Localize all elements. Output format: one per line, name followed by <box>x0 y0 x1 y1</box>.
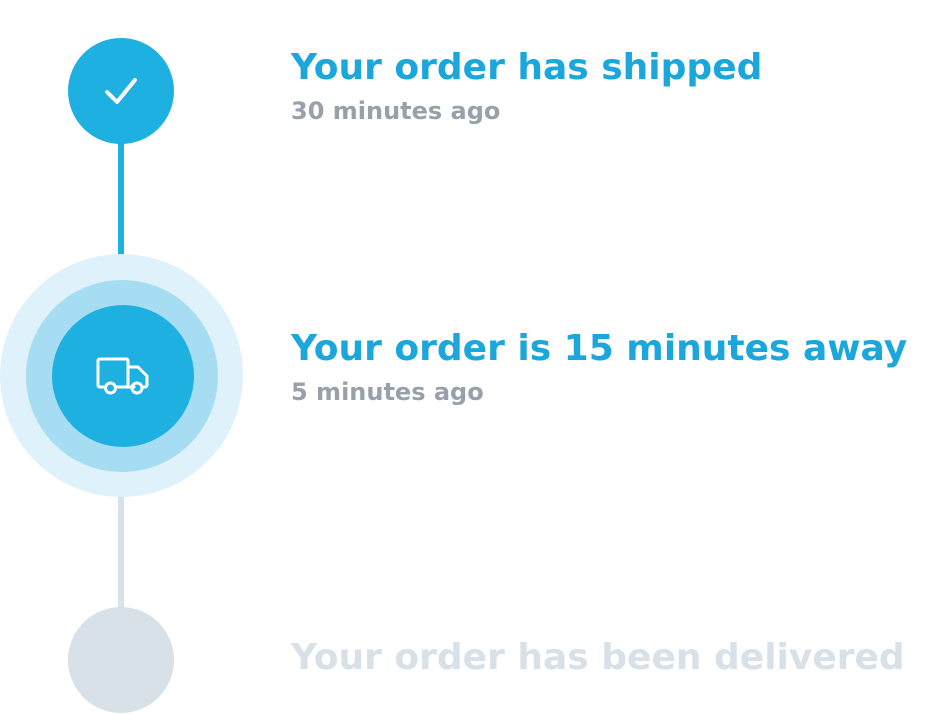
step-title: Your order has shipped <box>291 47 763 88</box>
step-delivered: Your order has been delivered <box>291 636 905 680</box>
step-shipped: Your order has shipped 30 minutes ago <box>291 46 762 126</box>
step-in-transit: Your order is 15 minutes away 5 minutes … <box>291 327 907 407</box>
timeline-connector-pending <box>118 420 124 630</box>
step-title: Your order is 15 minutes away <box>291 328 908 369</box>
step-timestamp: 30 minutes ago <box>291 97 501 125</box>
timeline-connector-complete <box>118 120 124 330</box>
step-in-transit-marker <box>52 305 194 447</box>
step-timestamp: 5 minutes ago <box>291 378 484 406</box>
delivery-truck-icon <box>96 357 149 395</box>
step-shipped-marker <box>68 38 174 144</box>
checkmark-icon <box>105 78 137 104</box>
step-delivered-marker <box>68 607 174 713</box>
step-title: Your order has been delivered <box>291 637 905 678</box>
